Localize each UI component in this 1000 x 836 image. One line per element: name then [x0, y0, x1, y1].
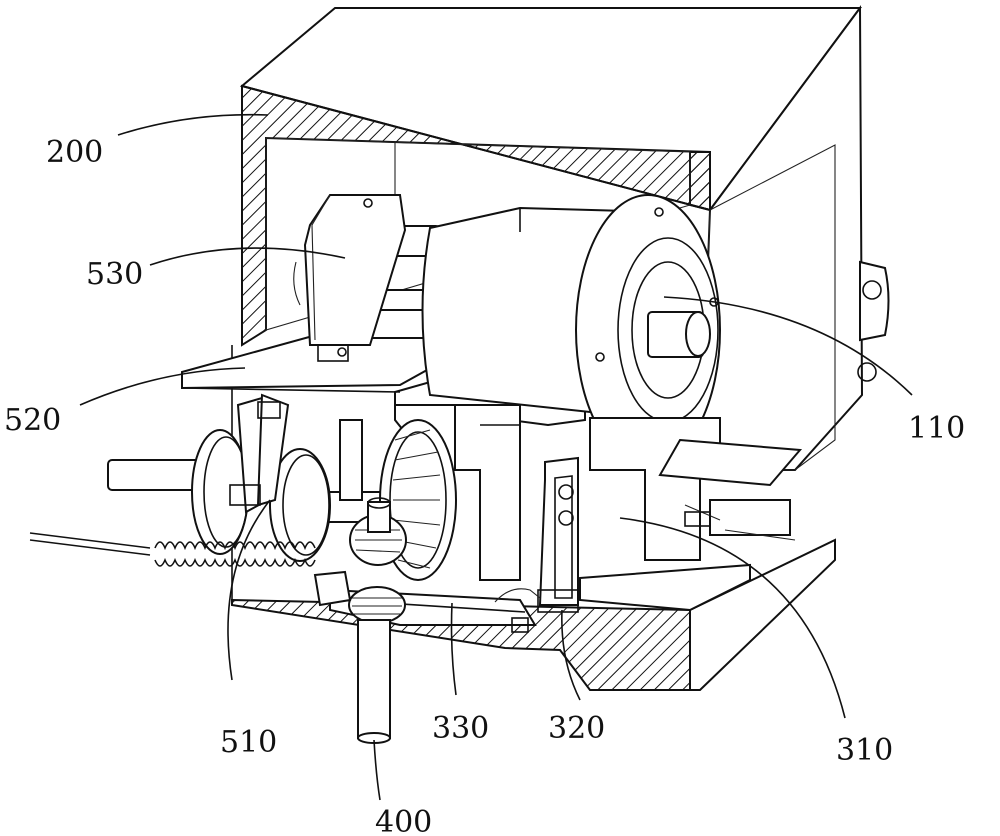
label-200: 200	[46, 135, 103, 170]
label-520: 520	[4, 403, 61, 438]
label-310: 310	[836, 733, 893, 768]
leader-400	[373, 739, 381, 801]
leader-110	[663, 296, 913, 396]
labels: 200 530 520 110 510 330 320 310 400	[4, 135, 965, 836]
block-530	[293, 194, 407, 362]
leader-510	[227, 499, 271, 681]
label-530: 530	[86, 257, 143, 292]
leader-lines	[79, 113, 913, 801]
label-400: 400	[375, 805, 432, 836]
gears	[348, 419, 457, 624]
motor-110	[339, 194, 721, 466]
label-330: 330	[432, 711, 489, 746]
leader-330	[450, 602, 457, 696]
leader-200	[117, 113, 269, 136]
shaft-400	[357, 619, 391, 744]
leader-310	[619, 517, 846, 719]
label-110: 110	[908, 411, 965, 446]
leader-320	[561, 609, 581, 701]
label-320: 320	[548, 711, 605, 746]
leader-520	[79, 367, 246, 406]
rack-spring	[29, 532, 352, 607]
housing-200	[231, 4, 890, 691]
support-310	[589, 417, 803, 561]
leader-530	[149, 247, 346, 266]
slider-320	[537, 456, 579, 613]
label-510: 510	[220, 725, 277, 760]
